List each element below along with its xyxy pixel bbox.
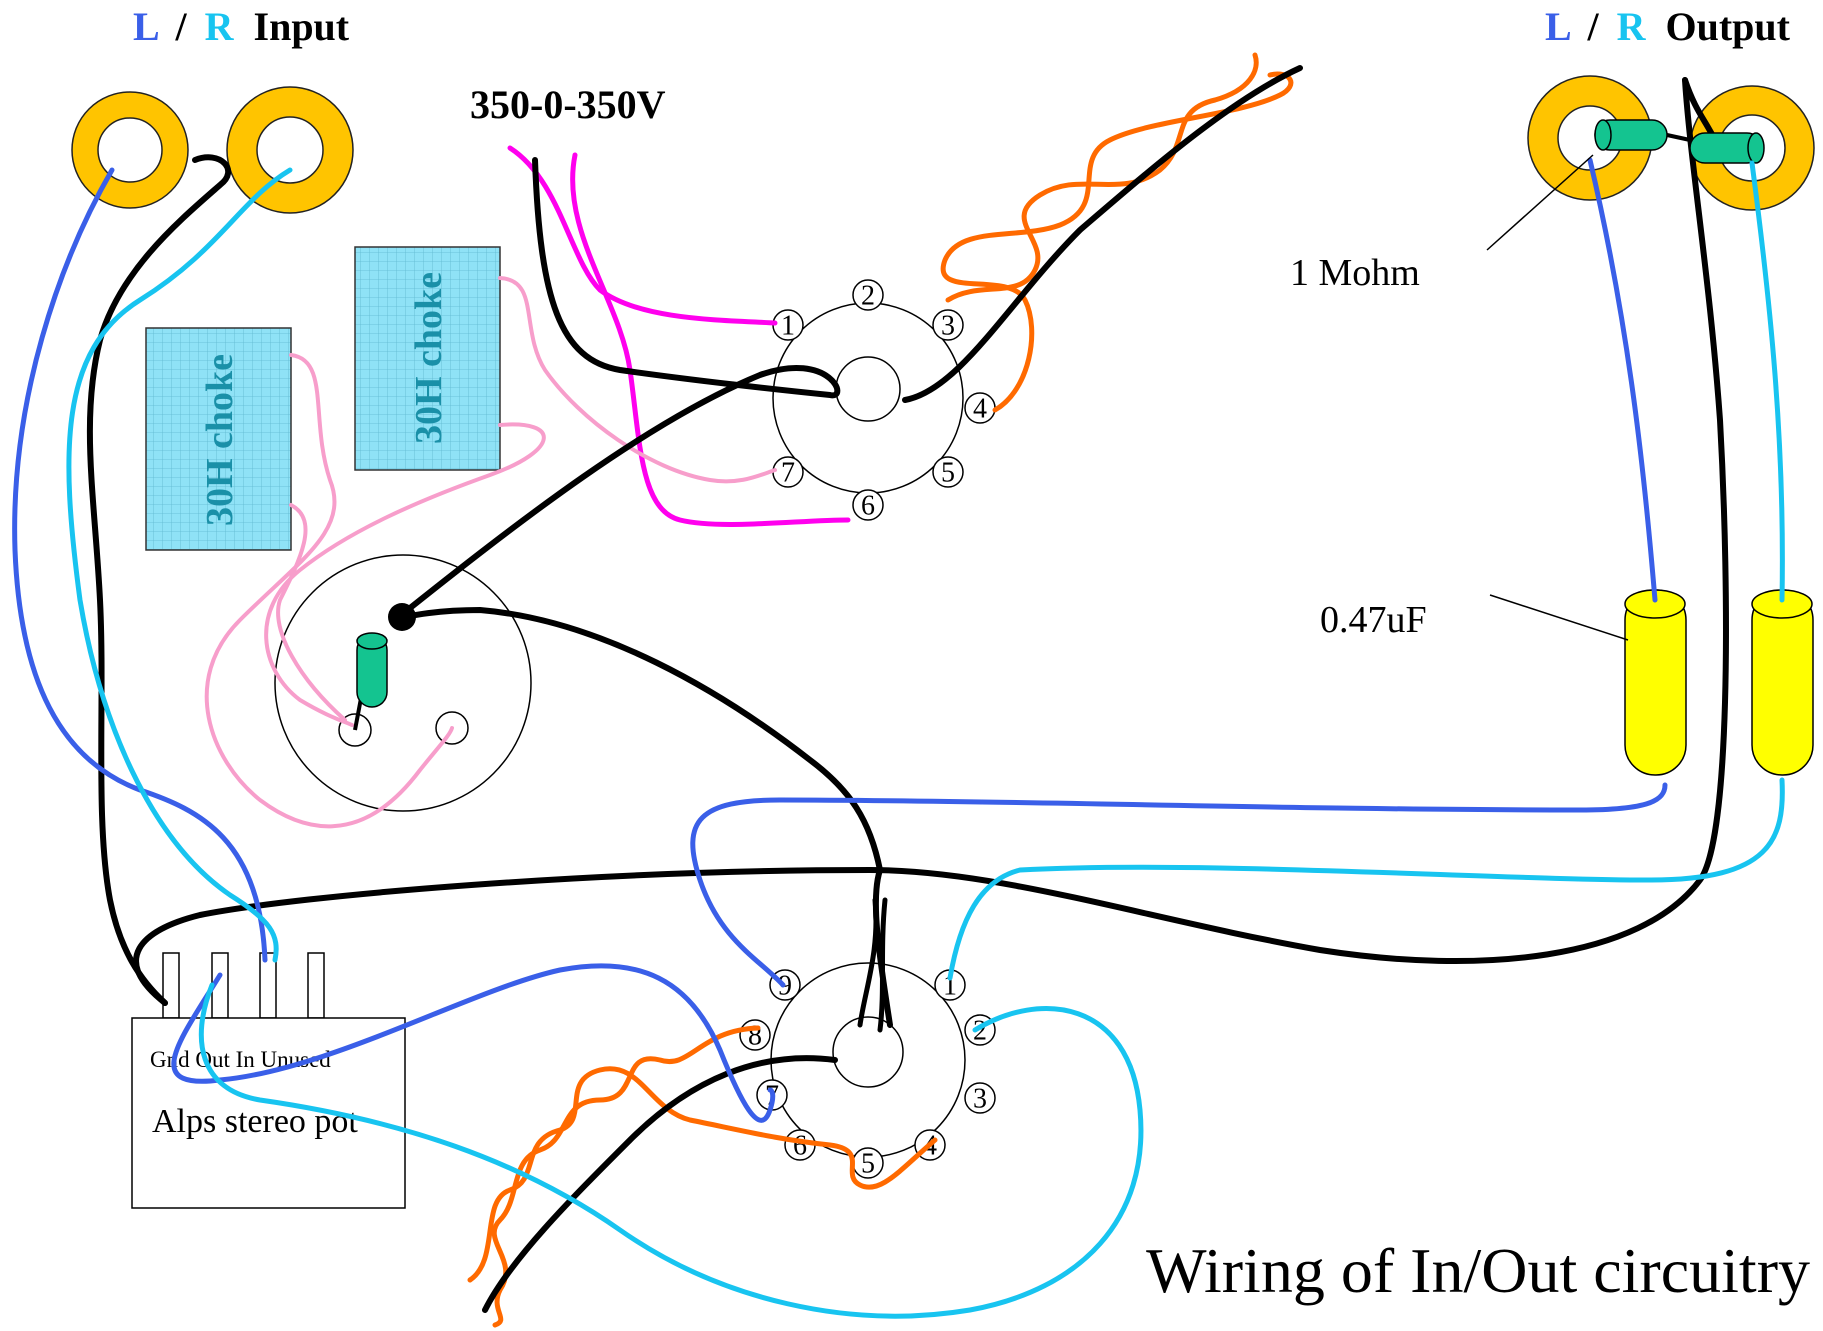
- choke-right: 30H choke: [354, 246, 501, 471]
- left-channel-output-wire: [1587, 157, 1658, 603]
- output-resistor-right: [1689, 132, 1765, 164]
- choke-left-label: 30H choke: [199, 354, 241, 526]
- heater-wire-top: [940, 52, 1294, 413]
- right-channel-input-wire: [66, 167, 293, 963]
- choke-wire-4: [276, 503, 347, 722]
- resistor-label: 1 Mohm: [1290, 252, 1420, 294]
- ground-wire-main: [133, 77, 1729, 1006]
- input-title-r: R: [205, 4, 235, 49]
- choke-wire-1: [498, 276, 777, 484]
- ground-wire-lower-twist: [857, 897, 888, 1033]
- pot-lug-in: [259, 952, 277, 1019]
- input-title-sep: /: [174, 4, 187, 49]
- input-title: L / R Input: [133, 4, 350, 49]
- lower-socket: [770, 962, 966, 1158]
- output-title: L / R Output: [1545, 4, 1791, 49]
- output-title-sep: /: [1586, 4, 1599, 49]
- capacitor-left: [1624, 589, 1687, 776]
- lower-socket-pin-3-marker: [964, 1082, 996, 1114]
- choke-wire-2: [264, 422, 546, 727]
- middle-socket: [274, 554, 532, 812]
- junction-dot: [388, 603, 416, 631]
- right-channel-pot-wire: [198, 982, 1144, 1319]
- upper-socket-pin-4-label: 4: [973, 394, 987, 425]
- pot-terminal-labels: Gnd Out In Unused: [150, 1047, 331, 1072]
- output-title-word: Output: [1666, 4, 1791, 49]
- input-jack-left: [71, 91, 189, 209]
- lower-socket-pin-1-label: 1: [943, 971, 957, 1002]
- output-title-l: L: [1545, 4, 1570, 49]
- upper-socket-pin-6-marker: [852, 489, 884, 521]
- ground-wire-upper: [392, 157, 841, 623]
- upper-socket-pin-7-label: 7: [781, 458, 795, 489]
- left-channel-pot-wire: [171, 963, 776, 1123]
- lower-socket-pin-6-label: 6: [793, 1131, 807, 1162]
- pot-name: Alps stereo pot: [152, 1103, 358, 1140]
- grid-resistor: [353, 632, 388, 731]
- ground-wire-lower: [482, 1055, 838, 1313]
- upper-socket-pin-3-label: 3: [941, 311, 955, 342]
- output-title-r: R: [1617, 4, 1647, 49]
- lower-socket-pin-8-label: 8: [748, 1021, 762, 1052]
- upper-socket-pins: 1 2 3 4 5 6 7: [772, 279, 996, 522]
- ground-wire-input: [86, 154, 231, 1006]
- capacitor-right: [1751, 589, 1814, 776]
- ground-wire-upper-heater: [902, 65, 1303, 403]
- upper-socket: [772, 302, 964, 494]
- pot-lug-gnd: [162, 952, 180, 1019]
- diagram-caption: Wiring of In/Out circuitry: [1146, 1235, 1810, 1306]
- left-channel-input-wire: [12, 167, 268, 963]
- lower-socket-pin-5-label: 5: [861, 1149, 875, 1180]
- choke-right-label: 30H choke: [408, 272, 450, 444]
- pot-lug-unused: [307, 952, 325, 1019]
- upper-socket-pin-2-label: 2: [861, 281, 875, 312]
- choke-wire-3: [204, 353, 454, 829]
- upper-socket-pin-1-label: 1: [781, 311, 795, 342]
- left-channel-grid-wire: [690, 782, 1668, 988]
- input-title-word: Input: [254, 4, 350, 49]
- alps-pot: Gnd Out In Unused Alps stereo pot: [131, 952, 406, 1209]
- upper-socket-pin-5-marker: [932, 456, 964, 488]
- power-label: 350-0-350V: [470, 82, 666, 127]
- output-resistor-left: [1594, 119, 1691, 151]
- input-jack-right: [226, 86, 354, 214]
- input-title-l: L: [133, 4, 158, 49]
- ht-wire-1: [507, 145, 778, 326]
- capacitor-label: 0.47uF: [1320, 599, 1427, 641]
- right-channel-output-wire: [1749, 160, 1785, 603]
- upper-socket-pin-3-marker: [932, 309, 964, 341]
- right-channel-grid-wire: [947, 777, 1785, 981]
- choke-left: 30H choke: [145, 327, 292, 551]
- capacitor-pointer: [1489, 594, 1629, 641]
- resistor-pointer: [1486, 154, 1594, 251]
- lower-socket-pin-3-label: 3: [973, 1084, 987, 1115]
- upper-socket-pin-6-label: 6: [861, 491, 875, 522]
- upper-socket-pin-5-label: 5: [941, 458, 955, 489]
- upper-socket-pin-2-marker: [852, 279, 884, 311]
